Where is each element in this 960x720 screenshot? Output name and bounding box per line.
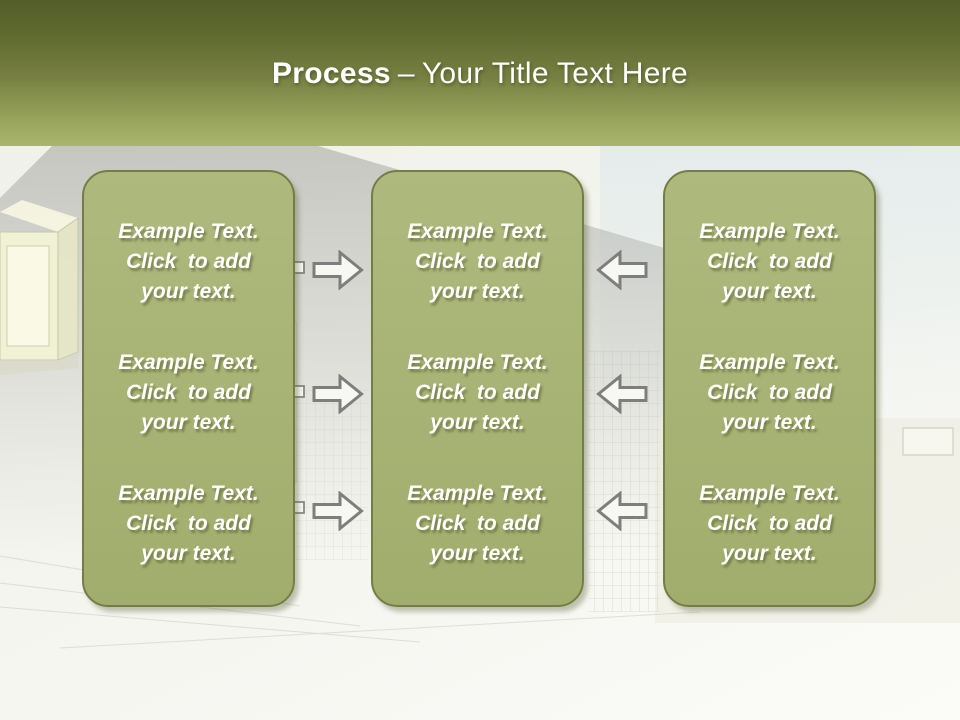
placeholder-line: Example Text. xyxy=(407,351,548,374)
title-bar: Process–Your Title Text Here xyxy=(0,0,960,146)
placeholder-line: Click to add xyxy=(126,512,251,535)
placeholder-line: your text. xyxy=(430,411,525,434)
text-placeholder[interactable]: Example Text. Click to add your text. xyxy=(669,348,870,438)
process-box-right[interactable]: Example Text. Click to add your text. Ex… xyxy=(663,170,876,607)
text-placeholder[interactable]: Example Text. Click to add your text. xyxy=(88,217,289,307)
left-arrow-icon xyxy=(596,374,648,414)
left-arrow-icon xyxy=(596,491,648,531)
placeholder-line: your text. xyxy=(141,542,236,565)
placeholder-line: Click to add xyxy=(707,512,832,535)
placeholder-line: your text. xyxy=(722,542,817,565)
placeholder-line: Click to add xyxy=(126,381,251,404)
text-placeholder[interactable]: Example Text. Click to add your text. xyxy=(377,217,578,307)
placeholder-line: your text. xyxy=(430,542,525,565)
slide-title: Process–Your Title Text Here xyxy=(0,55,960,93)
placeholder-line: Example Text. xyxy=(118,482,259,505)
text-placeholder[interactable]: Example Text. Click to add your text. xyxy=(88,348,289,438)
text-placeholder[interactable]: Example Text. Click to add your text. xyxy=(377,479,578,569)
left-arrow-icon xyxy=(596,250,648,290)
placeholder-line: Example Text. xyxy=(407,220,548,243)
right-arrow-icon xyxy=(312,250,364,290)
placeholder-line: Click to add xyxy=(707,381,832,404)
title-separator: – xyxy=(397,57,415,90)
placeholder-line: Click to add xyxy=(415,381,540,404)
placeholder-line: your text. xyxy=(722,280,817,303)
placeholder-line: Example Text. xyxy=(118,351,259,374)
placeholder-line: Example Text. xyxy=(699,220,840,243)
placeholder-line: Click to add xyxy=(126,250,251,273)
title-text: Your Title Text Here xyxy=(421,57,688,90)
title-emphasis: Process xyxy=(271,57,391,90)
text-placeholder[interactable]: Example Text. Click to add your text. xyxy=(88,479,289,569)
placeholder-line: Example Text. xyxy=(118,220,259,243)
placeholder-line: Example Text. xyxy=(699,351,840,374)
process-box-center[interactable]: Example Text. Click to add your text. Ex… xyxy=(371,170,584,607)
placeholder-line: Click to add xyxy=(707,250,832,273)
placeholder-line: your text. xyxy=(141,411,236,434)
process-box-left[interactable]: Example Text. Click to add your text. Ex… xyxy=(82,170,295,607)
placeholder-line: your text. xyxy=(430,280,525,303)
right-arrow-icon xyxy=(312,491,364,531)
right-arrow-icon xyxy=(312,374,364,414)
placeholder-line: your text. xyxy=(722,411,817,434)
placeholder-line: your text. xyxy=(141,280,236,303)
placeholder-line: Click to add xyxy=(415,250,540,273)
text-placeholder[interactable]: Example Text. Click to add your text. xyxy=(669,479,870,569)
placeholder-line: Example Text. xyxy=(699,482,840,505)
placeholder-line: Example Text. xyxy=(407,482,548,505)
text-placeholder[interactable]: Example Text. Click to add your text. xyxy=(377,348,578,438)
placeholder-line: Click to add xyxy=(415,512,540,535)
text-placeholder[interactable]: Example Text. Click to add your text. xyxy=(669,217,870,307)
